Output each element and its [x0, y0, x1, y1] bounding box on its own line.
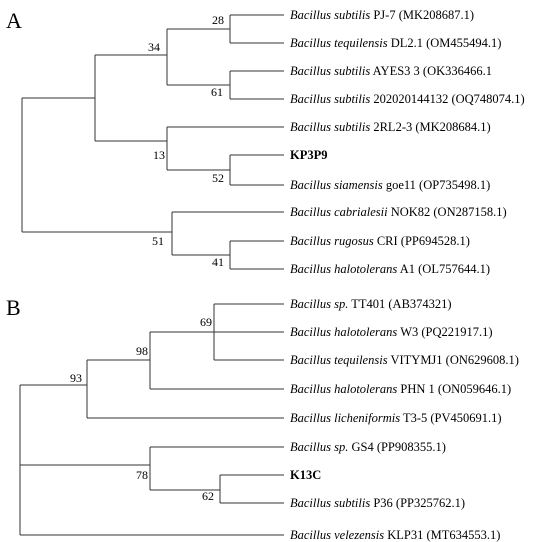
bootstrap-value: 52	[212, 171, 224, 185]
taxon-label: Bacillus subtilis 2RL2-3 (MK208684.1)	[290, 120, 491, 134]
taxon-label: Bacillus siamensis goe11 (OP735498.1)	[290, 178, 490, 192]
taxon-label: Bacillus tequilensis DL2.1 (OM455494.1)	[290, 36, 501, 50]
taxon-label: Bacillus sp. TT401 (AB374321)	[290, 297, 452, 311]
bootstrap-value: 51	[152, 234, 164, 248]
panel-b: B	[6, 295, 519, 542]
taxon-label-highlighted: K13C	[290, 468, 321, 482]
taxon-label: Bacillus velezensis KLP31 (MT634553.1)	[290, 528, 500, 542]
bootstrap-value: 41	[212, 255, 224, 269]
panel-a-branches	[21, 14, 284, 270]
taxon-label: Bacillus subtilis P36 (PP325762.1)	[290, 496, 465, 510]
taxon-label: Bacillus licheniformis T3-5 (PV450691.1)	[290, 411, 502, 425]
bootstrap-value: 13	[153, 148, 165, 162]
taxon-label: Bacillus subtilis 202020144132 (OQ748074…	[290, 92, 525, 106]
panel-a: A	[6, 8, 525, 276]
taxon-label-highlighted: KP3P9	[290, 148, 328, 162]
panel-a-label: A	[6, 8, 22, 33]
taxon-label: Bacillus halotolerans PHN 1 (ON059646.1)	[290, 382, 511, 396]
taxon-label: Bacillus sp. GS4 (PP908355.1)	[290, 440, 446, 454]
taxon-label: Bacillus tequilensis VITYMJ1 (ON629608.1…	[290, 353, 519, 367]
bootstrap-value: 69	[200, 315, 212, 329]
panel-b-label: B	[6, 295, 21, 320]
bootstrap-value: 98	[136, 344, 148, 358]
bootstrap-value: 62	[202, 489, 214, 503]
bootstrap-value: 78	[136, 468, 148, 482]
taxon-label: Bacillus halotolerans W3 (PQ221917.1)	[290, 325, 493, 339]
taxon-label: Bacillus subtilis PJ-7 (MK208687.1)	[290, 8, 474, 22]
taxon-label: Bacillus halotolerans A1 (OL757644.1)	[290, 262, 490, 276]
bootstrap-value: 28	[212, 13, 224, 27]
taxon-label: Bacillus cabrialesii NOK82 (ON287158.1)	[290, 205, 507, 219]
bootstrap-value: 93	[70, 371, 82, 385]
taxon-label: Bacillus rugosus CRI (PP694528.1)	[290, 234, 470, 248]
bootstrap-value: 34	[148, 40, 160, 54]
bootstrap-value: 61	[211, 85, 223, 99]
panel-b-branches	[19, 303, 284, 536]
taxon-label: Bacillus subtilis AYES3 3 (OK336466.1	[290, 64, 492, 78]
